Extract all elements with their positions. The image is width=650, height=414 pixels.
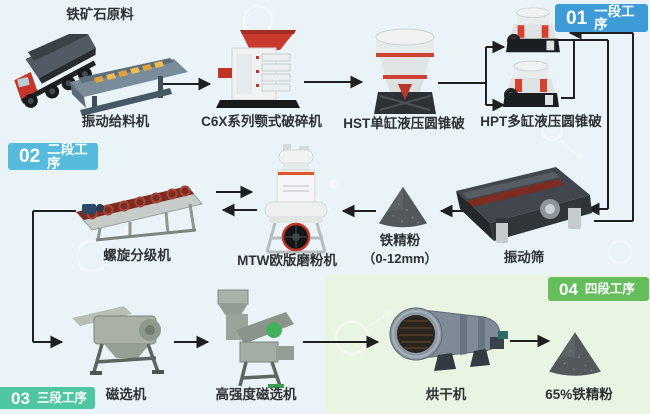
label-iron-fines: 铁精粉 [379, 233, 421, 248]
label-hst-cone-crusher: HST单缸液压圆锥破 [343, 116, 465, 131]
label-high-intensity-magnetic-separator: 高强度磁选机 [215, 387, 297, 402]
label-iron-fines-size: （0-12mm） [362, 251, 438, 266]
stage2-label: 二段工序 [47, 142, 88, 171]
spiral-classifier-illustration [70, 180, 208, 242]
stage3-number: 03 [11, 388, 30, 408]
stage4-label: 四段工序 [584, 281, 635, 296]
hpt-cone-crusher-bottom-illustration [501, 59, 561, 113]
label-jaw-crusher: C6X系列颚式破碎机 [201, 114, 322, 129]
stage3-label: 三段工序 [36, 390, 87, 405]
mtw-mill-illustration [253, 144, 339, 256]
stage1-label: 一段工序 [594, 3, 635, 32]
label-mtw-mill: MTW欧版磨粉机 [237, 253, 337, 268]
label-spiral-classifier: 螺旋分级机 [103, 248, 171, 263]
stage2-number: 02 [19, 146, 41, 167]
stage1-badge: 01 一段工序 [555, 4, 648, 32]
hst-cone-crusher-illustration [370, 26, 440, 116]
label-final-product: 65%铁精粉 [545, 387, 613, 402]
label-dryer: 烘干机 [425, 387, 467, 402]
rotary-dryer-illustration [386, 297, 520, 375]
iron-fines-pile-illustration [376, 184, 430, 230]
stage2-badge: 02 二段工序 [8, 143, 98, 170]
stage1-number: 01 [566, 7, 588, 29]
magnetic-separator-illustration [66, 298, 176, 378]
high-intensity-magnetic-separator-illustration [210, 286, 304, 390]
dump-truck-illustration [6, 34, 106, 108]
stage4-badge: 04 四段工序 [548, 277, 649, 301]
label-vibrating-feeder: 振动给料机 [81, 114, 150, 129]
hpt-cone-crusher-top-illustration [504, 6, 562, 58]
final-product-pile-illustration [546, 330, 604, 378]
label-vibrating-screen: 振动筛 [503, 250, 545, 265]
vibrating-feeder-illustration [58, 52, 203, 116]
label-magnetic-separator: 磁选机 [105, 387, 147, 402]
label-raw-material: 铁矿石原料 [66, 7, 134, 22]
label-hpt-cone-crusher: HPT多缸液压圆锥破 [480, 114, 602, 129]
stage4-number: 04 [559, 279, 578, 299]
stage3-badge: 03 三段工序 [0, 387, 95, 409]
vibrating-screen-illustration [450, 163, 598, 253]
jaw-crusher-illustration [200, 30, 305, 110]
